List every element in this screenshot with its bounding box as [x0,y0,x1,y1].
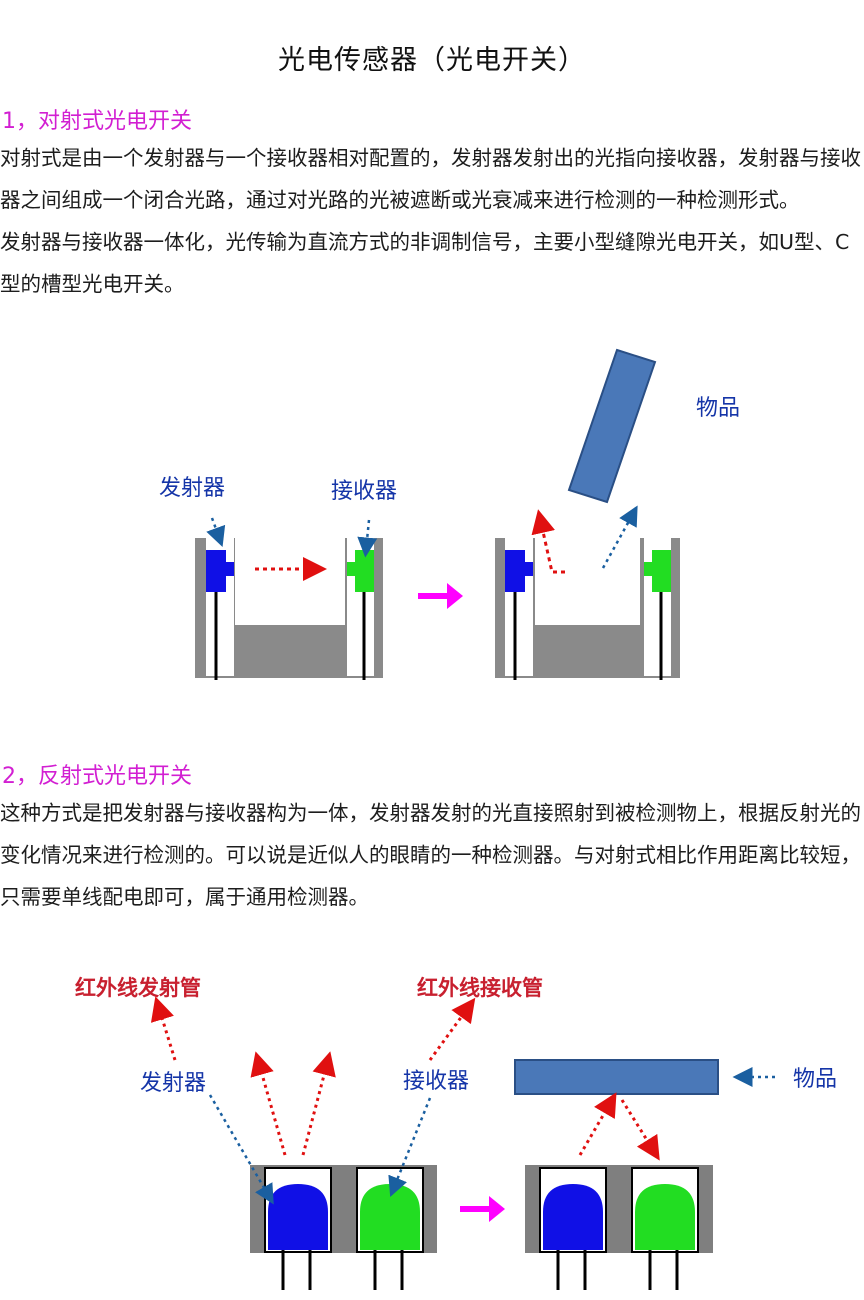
section-1-paragraph-2: 发射器与接收器一体化，光传输为直流方式的非调制信号，主要小型缝隙光电开关，如U型… [0,230,850,296]
object-label: 物品 [696,396,740,421]
object-block [567,348,657,504]
page-title: 光电传感器（光电开关） [278,45,586,76]
transition-arrow [460,1196,505,1222]
section-2-heading: 2，反射式光电开关 [2,764,192,789]
emitter-led [268,1184,328,1250]
section-1-text: 对射式是由一个发射器与一个接收器相对配置的，发射器发射出的光指向接收器，发射器与… [0,137,864,305]
emitter-label: 发射器 [140,1071,206,1096]
through-beam-diagram: 发射器 接收器 物品 [159,348,740,680]
emitter-label: 发射器 [159,476,225,501]
receiver-led [347,550,374,592]
receiver-led [360,1184,420,1250]
section-1-paragraph-1: 对射式是由一个发射器与一个接收器相对配置的，发射器发射出的光指向接收器，发射器与… [0,146,861,212]
slot-sensor-obstructed: 物品 [495,348,740,680]
object-block [514,1059,719,1095]
reflective-sensor-detecting: 物品 [514,1059,837,1290]
object-label: 物品 [793,1067,837,1092]
receiver-label: 接收器 [331,479,397,504]
ir-receiver-label: 红外线接收管 [417,976,543,1000]
section-2-text: 这种方式是把发射器与接收器构为一体，发射器发射的光直接照射到被检测物上，根据反射… [0,792,864,918]
reflective-diagram: 红外线发射管 红外线接收管 发射器 接收器 物品 [75,976,837,1290]
slot-sensor-unobstructed: 发射器 接收器 [159,476,397,680]
transition-arrow [418,583,463,609]
receiver-label: 接收器 [403,1069,469,1094]
section-1-heading: 1，对射式光电开关 [2,109,192,134]
section-2-paragraph-1: 这种方式是把发射器与接收器构为一体，发射器发射的光直接照射到被检测物上，根据反射… [0,801,861,909]
reflective-sensor-idle: 发射器 接收器 [140,996,476,1290]
emitter-led [206,550,234,592]
ir-emitter-label: 红外线发射管 [75,976,201,1000]
